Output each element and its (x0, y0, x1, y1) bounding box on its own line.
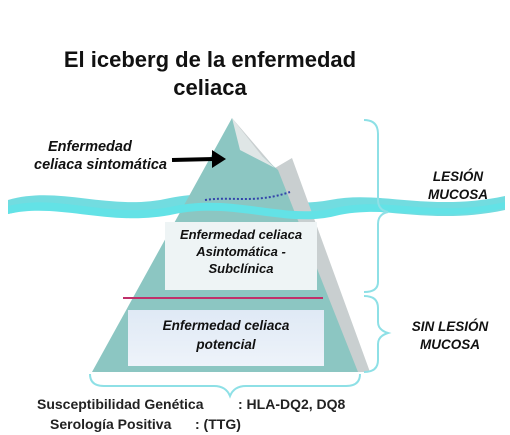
genetic-value: : HLA-DQ2, DQ8 (238, 396, 346, 412)
sin-lesion-line-2: MUCOSA (420, 337, 480, 352)
lesion-label: LESIÓN MUCOSA (418, 168, 498, 204)
symptomatic-label-line-2: celiaca sintomática (34, 157, 167, 173)
symptomatic-label-line-1: Enfermedad (48, 139, 132, 155)
sin-lesion-line-1: SIN LESIÓN (411, 319, 489, 334)
potential-line-2: potencial (196, 337, 256, 352)
potential-line-1: Enfermedad celiaca (162, 318, 290, 333)
pointer-arrow-head (212, 150, 226, 168)
serology-value: : (TTG) (195, 416, 241, 432)
asymptomatic-line-2: Asintomática - (196, 244, 286, 259)
serology-label: Serología Positiva (50, 416, 172, 432)
water-wave-front (8, 202, 505, 220)
asymptomatic-line-1: Enfermedad celiaca (179, 227, 303, 242)
title-line-2: celiaca (173, 75, 247, 100)
lesion-line-2: MUCOSA (428, 187, 488, 202)
pointer-arrow (171, 157, 215, 162)
brace-bottom (363, 295, 392, 373)
genetic-label: Susceptibilidad Genética (37, 396, 204, 412)
asymptomatic-line-3: Subclínica (208, 261, 274, 276)
brace-top (363, 119, 389, 293)
lesion-line-1: LESIÓN (432, 169, 484, 184)
iceberg-highlight (232, 118, 275, 168)
page-title: El iceberg de la enfermedad celiaca (60, 46, 360, 102)
potential-box: Enfermedad celiaca potencial (128, 310, 324, 366)
title-line-1: El iceberg de la enfermedad (63, 47, 357, 72)
brace-base (89, 373, 361, 399)
sin-lesion-label: SIN LESIÓN MUCOSA (400, 318, 500, 354)
asymptomatic-box: Enfermedad celiaca Asintomática - Subclí… (165, 222, 317, 290)
symptomatic-label: Enfermedad celiaca sintomática (34, 138, 167, 174)
